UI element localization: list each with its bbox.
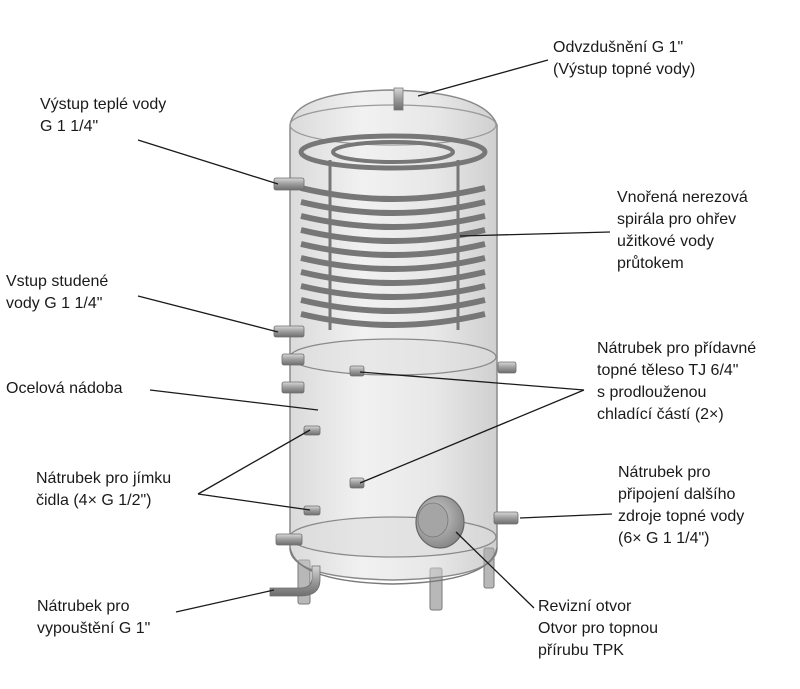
inspection-flange <box>415 495 465 549</box>
leader-sensor-1 <box>197 429 311 495</box>
label-heater-socket: Nátrubek pro přídavné topné těleso TJ 6/… <box>597 340 757 423</box>
leader-sensor-2 <box>197 493 311 511</box>
leader-heater-1 <box>359 371 585 391</box>
leader-vessel <box>149 389 319 411</box>
label-steel-vessel: Ocelová nádoba <box>6 380 123 397</box>
leader-lines <box>137 59 613 613</box>
leader-inspection <box>455 531 535 609</box>
leader-coil <box>459 231 611 237</box>
leader-heater-2 <box>359 389 585 484</box>
label-air-vent: Odvzdušnění G 1" (Výstup topné vody) <box>553 39 696 78</box>
label-sensor-socket: Nátrubek pro jímku čidla (4× G 1/2") <box>36 470 172 509</box>
label-inspection-opening: Revizní otvor Otvor pro topnou přírubu T… <box>538 598 659 659</box>
leader-hot-water <box>137 139 279 185</box>
label-heat-source-socket: Nátrubek pro připojení dalšího zdroje to… <box>618 464 745 547</box>
leader-cold-water <box>137 295 279 333</box>
label-drain-socket: Nátrubek pro vypouštění G 1" <box>37 598 151 637</box>
label-hot-water-outlet: Výstup teplé vody G 1 1/4" <box>40 96 167 135</box>
leader-drain <box>175 589 275 613</box>
leader-air-vent <box>417 59 549 97</box>
leader-heat-source <box>519 513 613 519</box>
air-vent-pipe <box>393 87 404 111</box>
stainless-coil <box>298 133 488 330</box>
label-stainless-coil: Vnořená nerezová spirála pro ohřev užitk… <box>617 189 748 272</box>
label-cold-water-inlet: Vstup studené vody G 1 1/4" <box>6 273 109 312</box>
side-sockets <box>269 177 519 597</box>
